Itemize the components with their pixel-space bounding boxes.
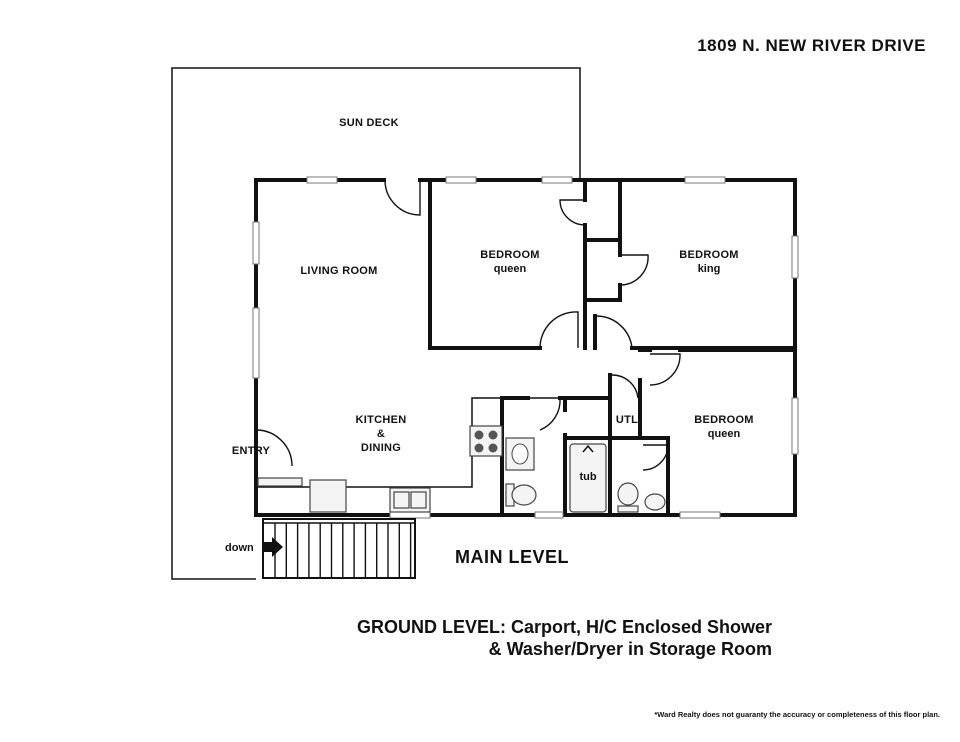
toilet-icon [505, 483, 537, 507]
disclaimer: *Ward Realty does not guaranty the accur… [654, 710, 940, 719]
stairs [262, 518, 416, 579]
bathroom-fixtures [505, 437, 666, 513]
stair-treads [274, 523, 412, 578]
bedroom1-label: BEDROOM [480, 249, 540, 261]
bedroom3-label: BEDROOM [694, 414, 754, 426]
arrow-right-icon [262, 537, 283, 557]
address: 1809 N. NEW RIVER DRIVE [697, 36, 926, 55]
sun-deck-label: SUN DECK [339, 117, 399, 129]
bathroom-sink-icon [644, 493, 666, 511]
bedroom1-bed-size: queen [494, 263, 527, 275]
bedroom3-bed-size: queen [708, 428, 741, 440]
kitchen-fixtures [256, 397, 503, 513]
bedroom2-label: BEDROOM [679, 249, 739, 261]
stairs-down-label: down [225, 542, 254, 554]
ground-level-note-line2: & Washer/Dryer in Storage Room [489, 639, 772, 659]
windows [252, 176, 799, 519]
refrigerator-icon [309, 479, 347, 513]
walls [254, 178, 797, 517]
level-title: MAIN LEVEL [455, 547, 569, 567]
toilet-icon [617, 482, 639, 513]
labels: 1809 N. NEW RIVER DRIVE SUN DECK LIVING … [225, 36, 940, 719]
ground-level-note-line1: GROUND LEVEL: Carport, H/C Enclosed Show… [357, 617, 772, 637]
utl-label: UTL [616, 414, 638, 426]
doors [255, 179, 681, 471]
living-room-label: LIVING ROOM [300, 265, 377, 277]
kitchen-label: KITCHEN [356, 414, 407, 426]
dining-label: DINING [361, 442, 401, 454]
bathtub-icon [569, 443, 607, 513]
kitchen-ampersand: & [377, 428, 385, 440]
bedroom2-bed-size: king [698, 263, 721, 275]
entry-label: ENTRY [232, 445, 271, 457]
tub-label: tub [579, 471, 596, 483]
stove-icon [469, 425, 503, 457]
sun-deck-outline [171, 67, 581, 580]
